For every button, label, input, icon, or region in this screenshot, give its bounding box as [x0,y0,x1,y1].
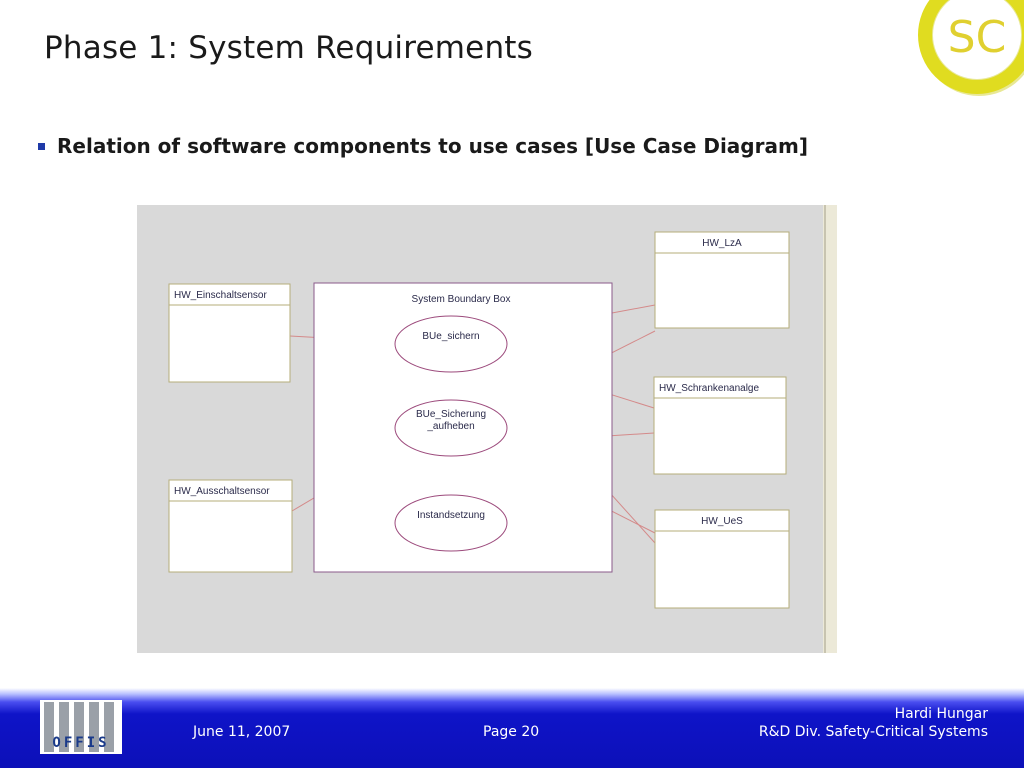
bullet-text: Relation of software components to use c… [57,134,808,158]
component-label: HW_Einschaltsensor [174,290,267,301]
bullet-marker-icon [38,142,45,150]
component-ues: HW_UeS [654,509,790,609]
component-label: HW_LzA [702,238,742,249]
footer-author: Hardi Hungar [894,706,988,722]
bullet-item: Relation of software components to use c… [38,134,808,158]
footer-bar [0,688,1024,768]
use-cases: BUe_sichernBUe_Sicherung_aufhebenInstand… [394,315,508,552]
use-case-ellipse [394,315,508,373]
component-schranken: HW_Schrankenanalge [653,376,787,475]
component-box [168,283,291,383]
component-ausschalt: HW_Ausschaltsensor [168,479,293,573]
use-case-label: BUe_sichern [422,331,479,342]
component-box [653,376,787,475]
footer-date: June 11, 2007 [193,724,291,740]
use-case-aufheben: BUe_Sicherung_aufheben [394,399,508,457]
use-case-ellipse [394,494,508,552]
offis-logo: OFFIS [40,700,122,754]
slide-title: Phase 1: System Requirements [44,30,534,66]
component-label: HW_UeS [701,516,743,527]
use-case-label: BUe_Sicherung [416,409,486,420]
sc-logo-text: SC [948,12,1007,63]
component-box [654,509,790,609]
footer-page-number: Page 20 [483,724,540,740]
component-einschalt: HW_Einschaltsensor [168,283,291,383]
component-label: HW_Schrankenanalge [659,383,759,394]
sc-logo: SC [918,0,1024,96]
footer-division: R&D Div. Safety-Critical Systems [758,724,988,740]
component-label: HW_Ausschaltsensor [174,486,270,497]
system-boundary-label: System Boundary Box [412,294,511,305]
component-lza: HW_LzA [654,231,790,329]
component-box [654,231,790,329]
use-case-label: Instandsetzung [417,510,485,521]
use-case-label: _aufheben [426,421,474,432]
diagram-scrollbar [823,205,837,653]
offis-logo-text: OFFIS [52,735,109,751]
use-case-sichern: BUe_sichern [394,315,508,373]
use-case-ellipse [394,399,508,457]
use-case-instand: Instandsetzung [394,494,508,552]
component-box [168,479,293,573]
